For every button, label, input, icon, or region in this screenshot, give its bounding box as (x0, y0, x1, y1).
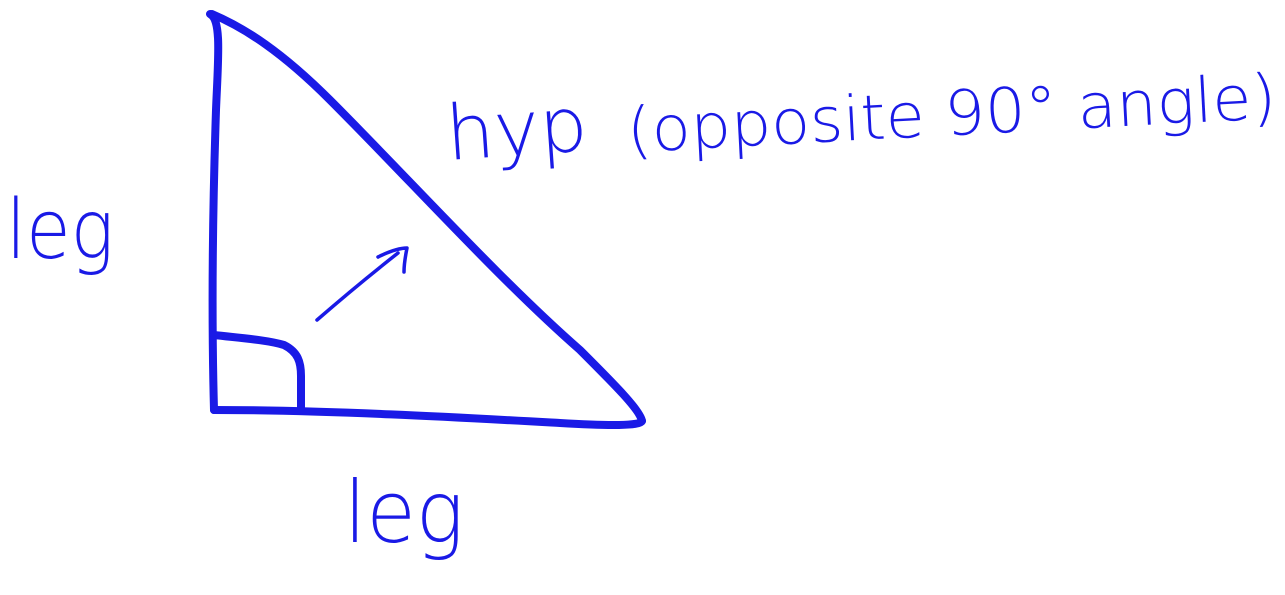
right-triangle (206, 10, 646, 430)
vertical-leg-label: leg (6, 183, 114, 278)
hypotenuse-note: (opposite 90° angle) (625, 60, 1278, 167)
horizontal-leg-label: leg (344, 463, 464, 563)
vertical-leg-line (206, 10, 223, 414)
right-angle-marker (210, 331, 305, 414)
hypotenuse-label: hyp (443, 79, 590, 178)
arrow-head (376, 246, 409, 274)
arrow-to-hypotenuse (315, 246, 409, 322)
hypotenuse-line (208, 10, 646, 425)
horizontal-leg-line (210, 406, 646, 430)
arrow-shaft (315, 251, 400, 322)
